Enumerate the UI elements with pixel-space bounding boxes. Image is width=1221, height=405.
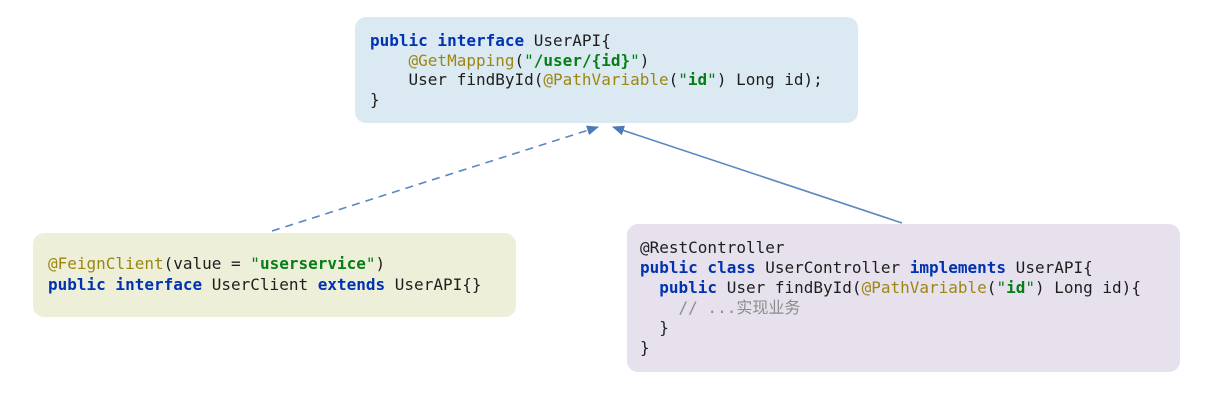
code-line: @FeignClient(value = "userservice") bbox=[48, 253, 502, 274]
code-token-strb: userservice bbox=[259, 254, 366, 273]
code-line: User findById(@PathVariable("id") Long i… bbox=[370, 70, 844, 90]
code-token-kw: public bbox=[659, 278, 718, 297]
code-token-plain: ( bbox=[514, 50, 525, 70]
code-line: public interface UserAPI{ bbox=[370, 31, 844, 51]
code-token-plain bbox=[370, 51, 409, 70]
code-line: public interface UserClient extends User… bbox=[48, 274, 502, 295]
code-token-plain: UserController bbox=[755, 258, 910, 277]
userapi-interface-box: public interface UserAPI{ @GetMapping("/… bbox=[355, 17, 858, 123]
code-token-kw: extends bbox=[317, 275, 386, 294]
code-line: } bbox=[640, 318, 1168, 338]
code-token-plain: } bbox=[640, 338, 650, 357]
code-token-plain: } bbox=[640, 318, 669, 337]
code-token-ann: @FeignClient bbox=[48, 254, 164, 273]
code-line: // ...实现业务 bbox=[640, 298, 1168, 318]
code-token-plain: UserAPI{} bbox=[385, 275, 482, 294]
userclient-feign-box: @FeignClient(value = "userservice")publi… bbox=[33, 233, 516, 317]
code-token-kw: implements bbox=[909, 258, 1007, 277]
implements-arrow bbox=[612, 125, 903, 224]
code-token-plain: User findById( bbox=[717, 278, 862, 297]
code-token-str: " bbox=[678, 70, 688, 89]
code-line: public class UserController implements U… bbox=[640, 258, 1168, 278]
code-token-plain: ) bbox=[639, 50, 650, 70]
code-token-plain: (value = bbox=[163, 254, 251, 273]
code-token-plain: } bbox=[370, 89, 380, 109]
code-token-strb: id bbox=[687, 70, 708, 89]
extends-arrow bbox=[271, 125, 599, 232]
code-token-str: " bbox=[707, 70, 717, 89]
code-line: @GetMapping("/user/{id}") bbox=[370, 51, 844, 71]
code-token-comment: // ...实现业务 bbox=[640, 298, 801, 317]
code-token-ann: @GetMapping bbox=[408, 50, 515, 70]
code-line: } bbox=[640, 338, 1168, 358]
code-token-plain: ) Long id){ bbox=[1034, 278, 1141, 297]
code-token-strb: id bbox=[1006, 278, 1026, 297]
code-token-str: " bbox=[365, 254, 376, 273]
code-line: @RestController bbox=[640, 238, 1168, 258]
code-token-str: " bbox=[630, 50, 640, 70]
code-line: public User findById(@PathVariable("id")… bbox=[640, 278, 1168, 298]
code-token-str: " bbox=[524, 50, 534, 70]
code-token-strb: /user/{id} bbox=[533, 50, 631, 70]
code-token-str: " bbox=[1025, 278, 1035, 297]
code-token-kw: public interface bbox=[48, 275, 203, 294]
code-token-plain: ) bbox=[375, 254, 386, 273]
code-token-plain: UserAPI{ bbox=[524, 31, 611, 50]
code-token-plain: @RestController bbox=[640, 238, 785, 257]
code-token-plain: User findById( bbox=[370, 70, 544, 89]
code-token-plain: ) Long id); bbox=[716, 70, 823, 89]
code-token-kw: public interface bbox=[370, 31, 525, 50]
code-line: } bbox=[370, 90, 844, 110]
code-token-str: " bbox=[250, 254, 260, 273]
code-token-plain: UserClient bbox=[202, 275, 318, 294]
code-token-kw: public class bbox=[640, 258, 756, 277]
code-token-plain bbox=[640, 278, 659, 297]
code-token-plain: ( bbox=[668, 70, 679, 89]
code-token-str: " bbox=[996, 278, 1007, 297]
code-token-ann: @PathVariable bbox=[861, 278, 987, 297]
code-token-plain: UserAPI{ bbox=[1006, 258, 1093, 277]
code-token-plain: ( bbox=[986, 278, 997, 297]
code-token-ann: @PathVariable bbox=[543, 70, 669, 89]
